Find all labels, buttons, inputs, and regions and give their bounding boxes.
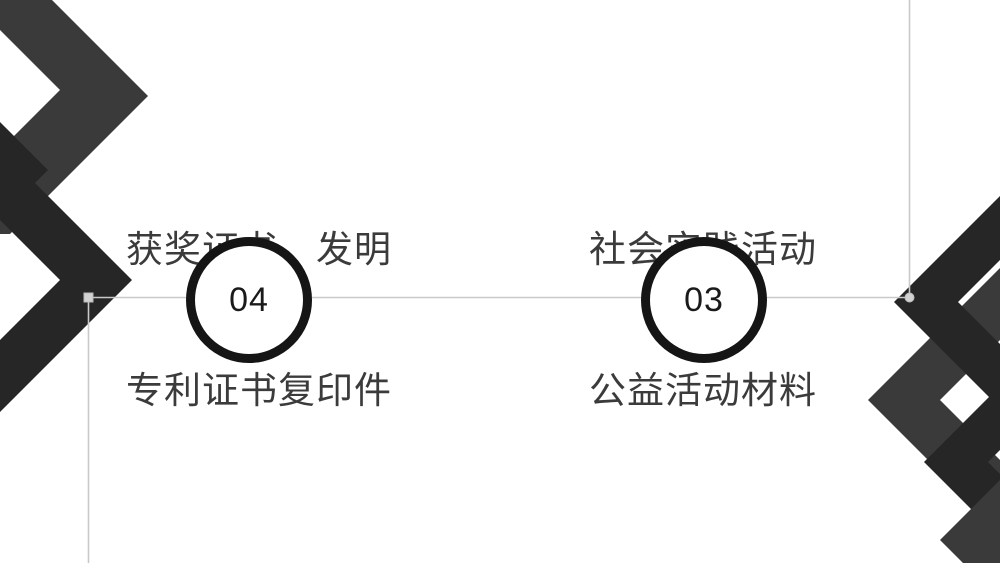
step-circle-04[interactable]: 04 [186, 237, 312, 363]
step-number-03: 03 [684, 281, 724, 319]
caption-right-line-2: 公益活动材料 [589, 371, 817, 412]
step-number-04: 04 [229, 281, 269, 319]
step-circle-03[interactable]: 03 [641, 237, 767, 363]
caption-left-line-2: 专利证书复印件 [126, 371, 392, 412]
connector-node-right [904, 292, 915, 303]
connector-node-left [83, 292, 94, 303]
